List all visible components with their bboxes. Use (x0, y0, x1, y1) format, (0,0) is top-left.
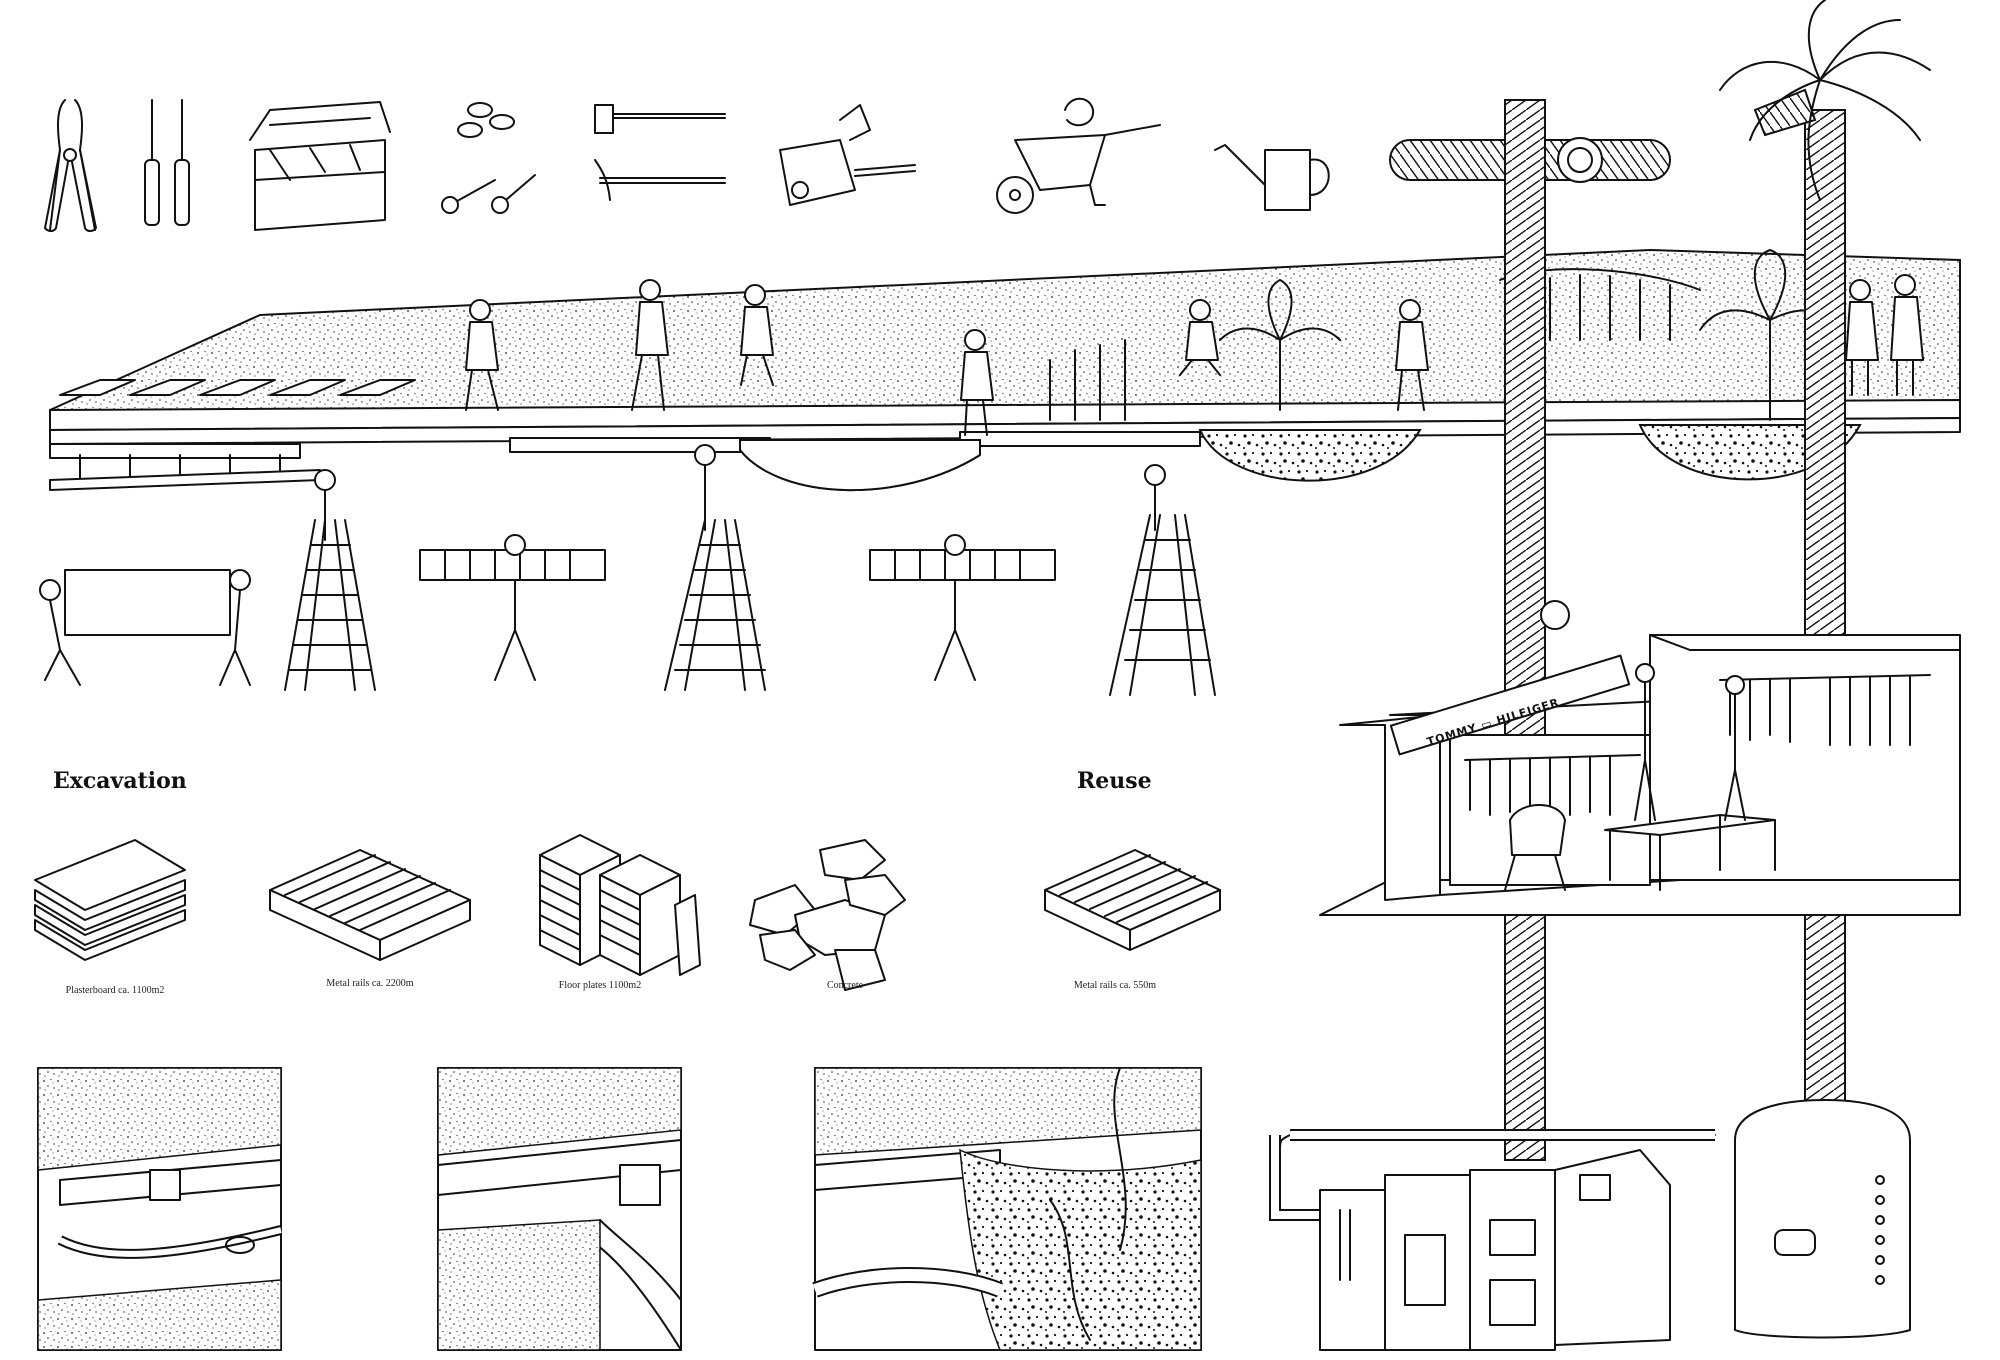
detail-panel-middle (437, 1067, 682, 1351)
worker-carrying-board (39, 569, 251, 686)
plant-icon (1219, 279, 1341, 411)
floor-slab (49, 248, 1961, 492)
detail-panel-left (37, 1067, 283, 1351)
caption-concrete: Concrete (826, 980, 864, 991)
ladder-icon (284, 469, 376, 691)
heading-reuse: Reuse (1077, 768, 1152, 794)
worker-figure (740, 284, 774, 386)
shop-platform (1319, 634, 1961, 916)
watering-can-icon (1214, 144, 1330, 211)
caption-metal-rails-reuse: Metal rails ca. 550m (1073, 980, 1157, 991)
hvac-units (1269, 1099, 1911, 1351)
worker-figure (465, 299, 499, 411)
screwdriver-icon (144, 99, 190, 226)
worker-carrying-ladder (419, 534, 606, 681)
worker-carrying-ladder (869, 534, 1056, 681)
material-floor-plates (539, 834, 701, 976)
wheelbarrow-icon (996, 97, 1161, 214)
worker-figure (1845, 279, 1879, 396)
toolbox-icon (249, 101, 391, 231)
caption-floor-plates: Floor plates 1100m2 (558, 980, 642, 991)
worker-figure (631, 279, 669, 411)
material-concrete (749, 839, 906, 991)
ladder-icon (664, 444, 766, 691)
worker-figure (1395, 299, 1429, 411)
hammer-pickaxe-icon (594, 104, 726, 201)
worker-figure (1890, 274, 1924, 396)
jackhammer-icon (779, 104, 916, 206)
material-plasterboard (34, 839, 186, 961)
pliers-icon (44, 99, 97, 232)
screws-icon (441, 102, 536, 214)
palm-tree-icon (1719, 0, 1931, 201)
heading-excavation: Excavation (53, 768, 187, 794)
material-metal-rails (269, 849, 471, 961)
caption-plasterboard: Plasterboard ca. 1100m2 (65, 985, 165, 996)
ladder-icon (1109, 464, 1216, 696)
material-metal-rails-reuse (1044, 849, 1221, 951)
ventilation-duct (1389, 88, 1846, 1161)
worker-figure (1179, 299, 1221, 376)
caption-metal-rails: Metal rails ca. 2200m (326, 978, 414, 989)
detail-panel-right (812, 1067, 1202, 1351)
worker-figure (960, 329, 994, 436)
